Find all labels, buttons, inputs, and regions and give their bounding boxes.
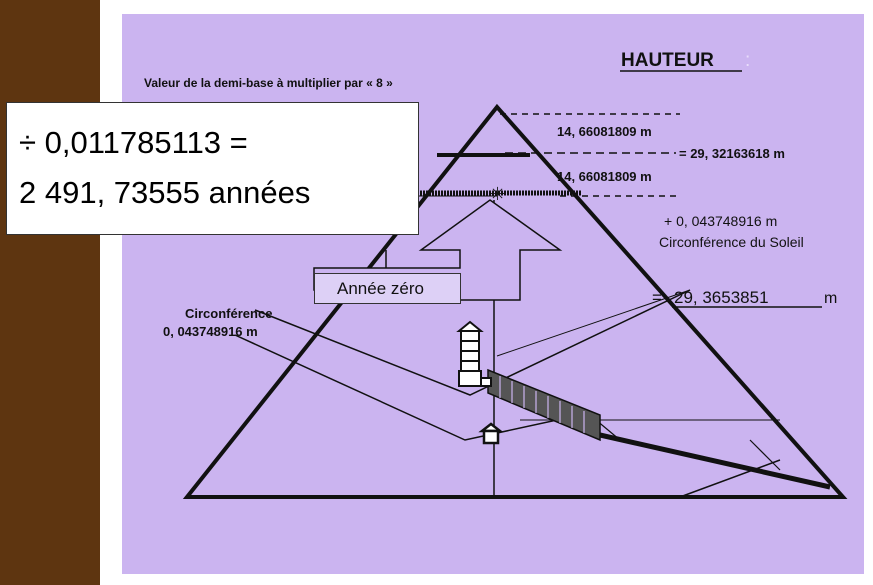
grand-gallery-hatching [499,376,585,433]
hauteur-title: HAUTEUR [621,50,714,71]
kings-chamber-tower [456,320,492,387]
queens-chamber [478,422,504,445]
inner-upper-diagonal [254,289,691,396]
subtitle: Valeur de la demi-base à multiplier par … [144,76,393,90]
thin-diagonal-1 [496,289,691,357]
top-segment-label: 14, 66081809 m [557,124,652,139]
result-unit: m [824,290,838,307]
base-diagonal [679,459,781,498]
hauteur-ghost: : [745,50,751,71]
years-callout: ÷ 0,011785113 = 2 491, 73555 années [6,102,419,235]
inner-lower-diagonal [234,334,581,441]
sun-circumference-label: Circonférence du Soleil [659,234,804,250]
circumference-label: Circonférence [185,306,273,321]
circumference-value: 0, 043748916 m [163,324,258,339]
base-detail [749,439,781,471]
annee-zero-box: Année zéro [314,273,461,304]
star-icon: ✳ [490,184,505,205]
callout-line-1: ÷ 0,011785113 = [19,125,248,160]
result-value: 29, 3653851 [674,288,769,307]
descending-passage [599,432,831,490]
bottom-segment-label: 14, 66081809 m [557,169,652,184]
sun-addition-label: + 0, 043748916 m [664,213,778,229]
total-label: = 29, 32163618 m [679,146,785,161]
callout-line-2: 2 491, 73555 années [19,175,311,210]
result-prefix: = [652,288,662,307]
